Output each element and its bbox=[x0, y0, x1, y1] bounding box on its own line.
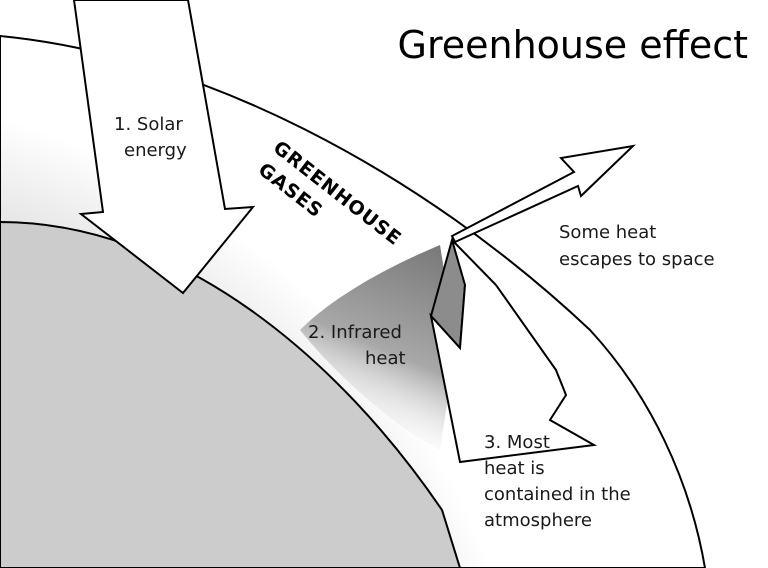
escape-heat-arrow bbox=[450, 144, 637, 244]
earth-surface bbox=[0, 220, 462, 568]
contained-heat-arrow bbox=[429, 239, 598, 464]
contained-heat-label-line-3: contained in the bbox=[484, 484, 631, 505]
contained-heat-label-line-2: heat is bbox=[484, 458, 545, 479]
escape-heat-label-line-1: Some heat bbox=[559, 222, 656, 243]
escape-heat-label-line-2: escapes to space bbox=[559, 249, 715, 270]
contained-heat-label-line-4: atmosphere bbox=[484, 510, 592, 531]
contained-heat-label-line-1: 3. Most bbox=[484, 432, 550, 453]
infrared-heat-label-line-1: 2. Infrared bbox=[308, 322, 402, 343]
solar-energy-arrow bbox=[72, 0, 256, 295]
infrared-heat-label-line-2: heat bbox=[365, 348, 406, 369]
solar-energy-label-line-2: energy bbox=[124, 140, 187, 161]
solar-energy-label-line-1: 1. Solar bbox=[114, 114, 183, 135]
diagram-title: Greenhouse effect bbox=[398, 23, 748, 67]
infrared-haze bbox=[300, 245, 456, 450]
